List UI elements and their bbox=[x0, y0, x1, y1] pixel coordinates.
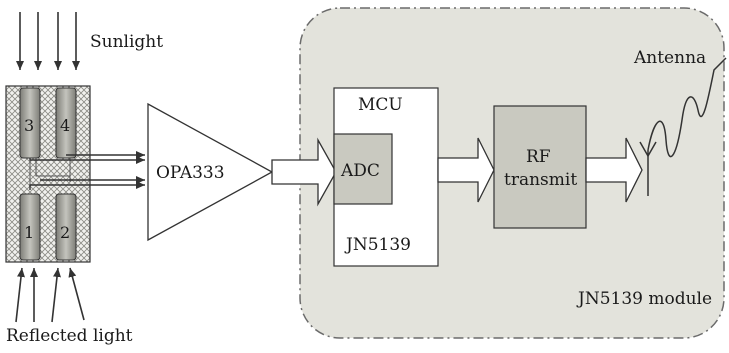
opamp-to-adc-arrow bbox=[271, 137, 337, 207]
sunlight-arrows bbox=[16, 12, 80, 70]
svg-text:4: 4 bbox=[60, 116, 70, 135]
adc-block bbox=[333, 133, 393, 205]
rf-label-line1: RF bbox=[526, 147, 551, 167]
reflected-light-label: Reflected light bbox=[6, 326, 133, 346]
antenna-label: Antenna bbox=[633, 48, 706, 68]
photodiode-3: 3 bbox=[19, 87, 41, 159]
sensor-to-opamp-lines bbox=[29, 151, 145, 190]
photodiode-1: 1 bbox=[19, 193, 41, 261]
rf-label-line2: transmit bbox=[504, 170, 577, 190]
svg-text:3: 3 bbox=[24, 116, 34, 135]
rf-transmit-block bbox=[493, 105, 587, 229]
chip-label: JN5139 bbox=[344, 235, 411, 255]
photodiode-4: 4 bbox=[55, 87, 77, 159]
reflected-light-arrows bbox=[15, 267, 85, 323]
mcu-to-rf-arrow bbox=[437, 137, 495, 203]
sensor-traces bbox=[29, 155, 71, 190]
mcu-label: MCU bbox=[358, 95, 403, 115]
svg-text:2: 2 bbox=[60, 223, 70, 242]
sensor-package bbox=[5, 85, 91, 263]
opamp-triangle bbox=[147, 102, 274, 242]
svg-text:1: 1 bbox=[24, 223, 34, 242]
opamp-label: OPA333 bbox=[156, 163, 225, 183]
sunlight-label: Sunlight bbox=[90, 32, 163, 52]
rf-to-antenna-arrow bbox=[585, 137, 643, 203]
module-label: JN5139 module bbox=[576, 289, 712, 309]
photodiode-2: 2 bbox=[55, 193, 77, 261]
adc-label: ADC bbox=[340, 161, 380, 181]
antenna-icon bbox=[639, 57, 727, 196]
